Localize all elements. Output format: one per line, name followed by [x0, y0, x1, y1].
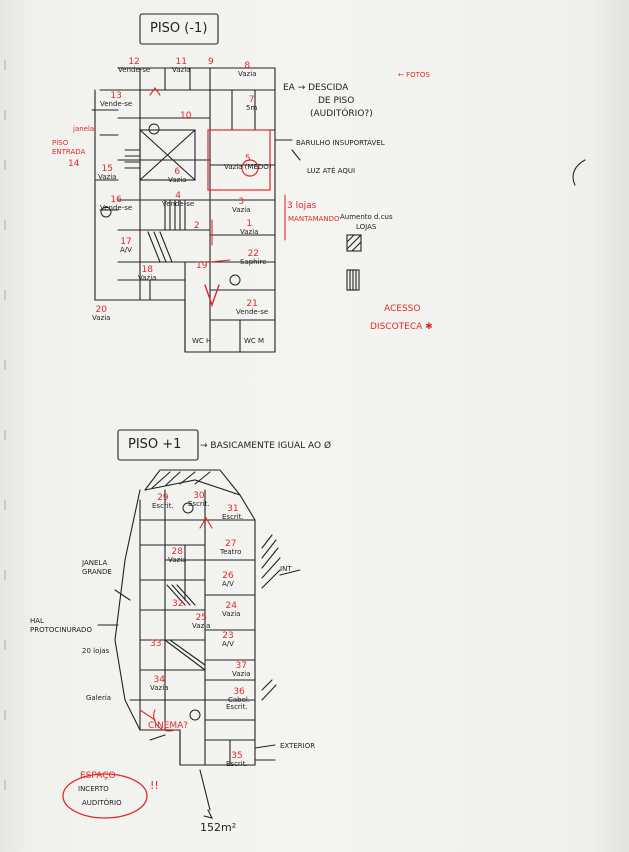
unit-9: 9 [208, 57, 214, 67]
note-janela: janela [73, 125, 95, 133]
unit-10: 10 [180, 111, 192, 121]
note-cinema: CINEMA? [148, 721, 189, 731]
note-piso-entrada: PISO [52, 139, 69, 147]
unit-2: 2 [194, 221, 200, 231]
unit-14: 14 [68, 159, 80, 169]
note-int: INT [280, 565, 292, 573]
note-galeria: Galeria [86, 694, 112, 702]
note-fotos: ← FOTOS [398, 71, 430, 79]
unit-32: 32 [172, 599, 184, 609]
note-janela-grande-2: GRANDE [82, 568, 112, 576]
note-20lojas: 20 lojas [82, 647, 110, 655]
unit-33: 33 [150, 639, 162, 649]
unit-escrit-label: Escrit. [226, 703, 248, 711]
note-hal: HAL [30, 617, 44, 625]
note-incerto: INCERTO [78, 785, 109, 793]
note-aumento-2: LOJAS [356, 223, 377, 231]
note-ea-3: (AUDITÓRIO?) [310, 109, 373, 119]
unit-19: 19 [196, 261, 208, 271]
note-ea-2: DE PISO [318, 96, 355, 106]
note-janela-grande: JANELA [82, 559, 108, 567]
note-hal-2: PROTOCINURADO [30, 626, 92, 634]
title-piso-plus1: PISO +1 [128, 437, 182, 452]
title-piso-minus1: PISO (-1) [150, 21, 208, 36]
note-mantamando: MANTAMANDO [288, 215, 340, 223]
note-ea-1: EA → DESCIDA [283, 83, 349, 93]
wc-h-label: WC H [192, 337, 212, 345]
note-discoteca: DISCOTECA ✱ [370, 322, 433, 332]
note-area: 152m² [200, 821, 237, 834]
note-barulho: BARULHO INSUPORTÁVEL [296, 139, 385, 147]
note-basicamente: → BASICAMENTE IGUAL AO Ø [200, 441, 332, 451]
wc-m-label: WC M [244, 337, 265, 345]
note-auditorio: AUDITÓRIO [82, 799, 122, 807]
note-piso-entrada-2: ENTRADA [52, 148, 86, 156]
note-acesso: ACESSO [384, 304, 421, 314]
note-exterior: EXTERIOR [280, 742, 316, 750]
note-luz: LUZ ATÉ AQUI [307, 167, 356, 175]
note-espaco: ESPAÇO [80, 771, 116, 781]
note-3lojas: 3 lojas [287, 201, 317, 211]
note-exclam: !! [150, 779, 159, 792]
note-aumento: Aumento d.cus [340, 213, 393, 221]
